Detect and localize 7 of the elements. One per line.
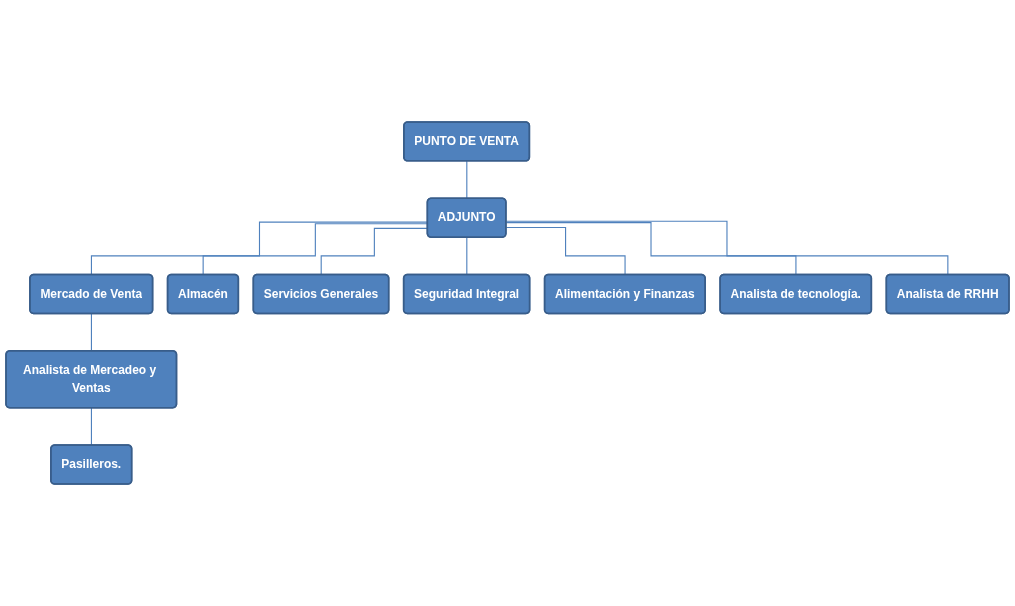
connector	[505, 220, 949, 276]
connector	[90, 313, 93, 352]
connector	[466, 160, 468, 200]
connector	[505, 227, 626, 276]
connector	[466, 237, 468, 276]
connector	[505, 222, 797, 276]
connector	[90, 407, 93, 446]
